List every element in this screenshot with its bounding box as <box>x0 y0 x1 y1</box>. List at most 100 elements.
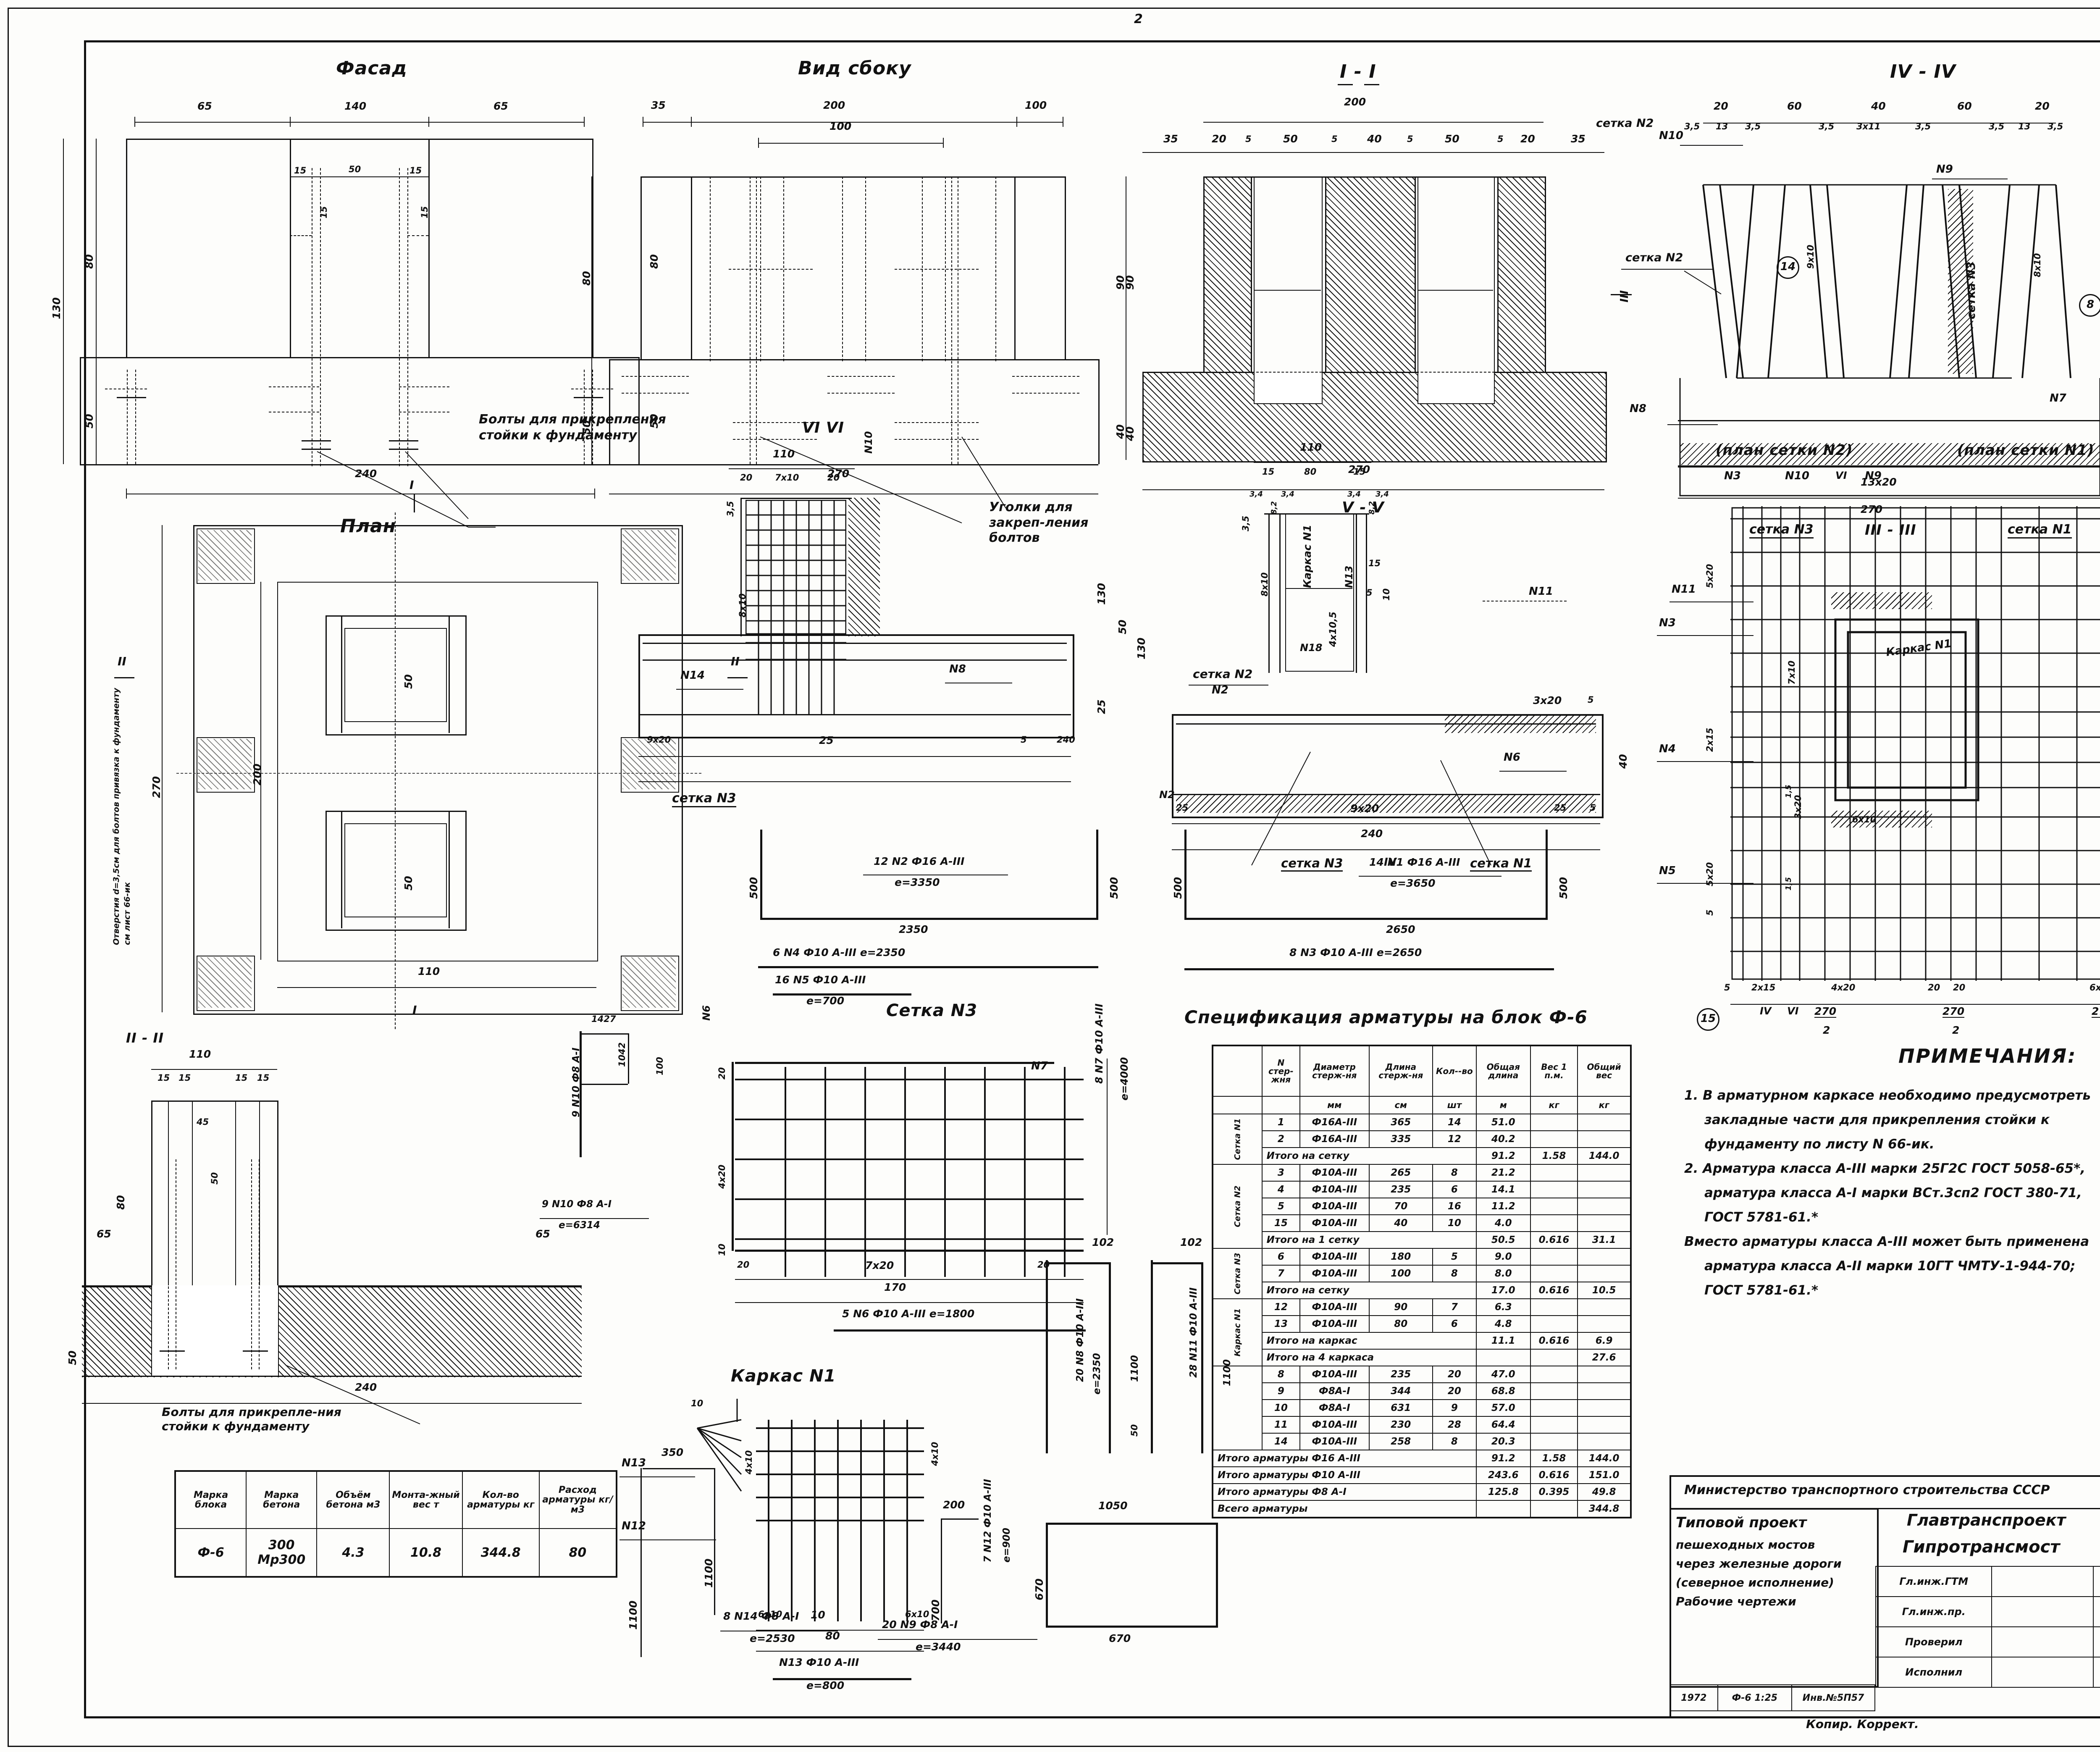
bar6-height: 1042 <box>617 1042 627 1067</box>
dim-frame1-4x10b: 4x10 <box>744 1450 754 1474</box>
mark-V-setka3: сетка N3 <box>1281 857 1343 872</box>
spec-cell-4-4-6 <box>1577 1433 1631 1450</box>
view-title-frame1: Каркас N1 <box>731 1366 836 1386</box>
spec-hd-7: Общий вес <box>1577 1045 1631 1097</box>
spec-total-w-0: 1.58 <box>1530 1147 1578 1165</box>
spec-cell-2-1-1: Ф10А-III <box>1299 1265 1370 1282</box>
spec-unit-0 <box>1212 1096 1263 1114</box>
mark-mesh-circle15: 15 <box>1697 1008 1719 1031</box>
spec-cell-4-1-1: Ф8А-I <box>1299 1382 1370 1400</box>
dim-facade-140: 140 <box>344 100 367 112</box>
dim-facade-50: 50 <box>83 414 95 428</box>
dim-facade-65l: 65 <box>197 100 212 112</box>
dim-IV-35a: 3,5 <box>1684 121 1700 131</box>
dim-VI-25a: 9x20 <box>647 735 671 745</box>
mark-IV-8: 8 <box>2079 294 2100 317</box>
spec-hd-2: Диаметр стерж-ня <box>1299 1045 1370 1097</box>
dim-facade-80: 80 <box>83 254 95 269</box>
dim-IV-35f: 3,5 <box>2048 121 2063 131</box>
dim-mesh-5l: 5 <box>1724 982 1730 993</box>
dim-VI-130: 50 <box>1116 620 1129 634</box>
dim-VI-50: 25 <box>1095 699 1108 714</box>
spec-cell-1-0-6 <box>1577 1164 1631 1182</box>
plan-vertical-note: Отверстия d=3,5см для болтов привязка к … <box>112 688 132 945</box>
spec-total-tot-1: 31.1 <box>1577 1231 1631 1249</box>
mark-VI-N10: N10 <box>863 431 874 454</box>
spec-unit-2: мм <box>1299 1096 1370 1114</box>
bar9-height2: 102 <box>1180 1236 1202 1248</box>
dim-I-5b: 5 <box>1331 134 1338 144</box>
dim-V-82b: 8,2 <box>1368 501 1376 515</box>
mark-mesh-N3t: N3 <box>1724 470 1741 482</box>
bar6-labelh: 9 N10 Ф8 А-I <box>542 1199 612 1210</box>
mark-IV-setka2: сетка N2 <box>1596 117 1654 130</box>
mark-mesh-N9: N9 <box>1865 470 1882 482</box>
dim-II-65r: 65 <box>536 1228 550 1240</box>
spec-cell-3-1-2: 80 <box>1368 1315 1433 1333</box>
spec-unit-3: см <box>1368 1096 1433 1114</box>
bar5-label: 8 N3 Ф10 А-III e=2650 <box>1289 946 1422 959</box>
spec-cell-1-3-1: Ф10А-III <box>1299 1214 1370 1232</box>
dim-IV-3x11: 3x11 <box>1856 121 1881 131</box>
spec-cell-0-0-6 <box>1577 1114 1631 1131</box>
spec-hd-0 <box>1212 1045 1263 1097</box>
dim-facade-15d: 15 <box>420 206 430 218</box>
spec-cell-1-2-3: 16 <box>1432 1198 1477 1215</box>
spec-group-1: Сетка N2 <box>1212 1164 1263 1249</box>
bar4-label: 14 N1 Ф16 А-III <box>1369 856 1460 868</box>
mat-v-5: 80 <box>538 1528 617 1577</box>
mark-IV-N9: N9 <box>1936 163 1953 176</box>
dim-mesh3-170: 170 <box>884 1281 906 1293</box>
frame1-bar12-spacing: e=900 <box>1001 1528 1012 1563</box>
mark-plan-II-right: II <box>731 654 740 668</box>
bar6-label: 9 N10 Ф8 А-I <box>571 1048 582 1117</box>
dim-IV-13b: 13 <box>2018 121 2031 131</box>
dim-frame1-6x10: 10 <box>811 1609 825 1621</box>
mat-v-3: 10.8 <box>389 1528 463 1577</box>
spec-unit-6: кг <box>1530 1096 1578 1114</box>
note-line-3: 2. Арматура класса А-III марки 25Г2С ГОС… <box>1684 1161 2086 1176</box>
view-title-facade: Фасад <box>336 58 407 79</box>
spec-cell-3-1-6 <box>1577 1315 1631 1333</box>
spec-cell-4-3-5 <box>1530 1416 1578 1434</box>
spec-total-len-1: 50.5 <box>1475 1231 1531 1249</box>
view-title-side: Вид сбоку <box>798 58 911 79</box>
tb-sig-role-1: Гл.инж.пр. <box>1875 1596 1992 1627</box>
spec-cell-4-0-5 <box>1530 1366 1578 1383</box>
spec-cell-2-1-4: 8.0 <box>1475 1265 1531 1282</box>
mark-V-karkas1: Каркас N1 <box>1301 525 1313 588</box>
spec-cell-0-0-4: 51.0 <box>1475 1114 1531 1131</box>
dim-IV-13a: 13 <box>1716 121 1728 131</box>
dim-facade-80r: 80 <box>648 254 660 269</box>
spec-cell-4-3-1: Ф10А-III <box>1299 1416 1370 1434</box>
dim-facade-130: 130 <box>50 297 63 319</box>
dim-VI-7x10: 7x10 <box>775 473 799 483</box>
spec-cell-1-3-5 <box>1530 1214 1578 1232</box>
mark-mesh-N11: N11 <box>1672 583 1696 596</box>
dim-plan-200: 200 <box>251 763 263 785</box>
dim-II-15a: 15 <box>158 1073 170 1083</box>
dim-V-5: 5 <box>1366 588 1373 598</box>
mark-V-N6: N6 <box>1504 751 1520 764</box>
dim-mesh-3x20: 3x20 <box>1793 795 1803 819</box>
mark-mesh-VI-a: VI <box>1835 470 1847 481</box>
dim-I-5d: 5 <box>1497 134 1504 144</box>
spec-cell-1-0-2: 265 <box>1368 1164 1433 1182</box>
spec-cell-1-1-2: 235 <box>1368 1181 1433 1198</box>
dim-IV-35b: 3,5 <box>1745 121 1761 131</box>
spec-cell-4-2-5 <box>1530 1399 1578 1417</box>
materials-value-row: Ф-6 300 Мр300 4.3 10.8 344.8 80 <box>174 1528 617 1577</box>
spec-total-tot-2: 10.5 <box>1577 1282 1631 1299</box>
tb-scale: Ф-6 1:25 <box>1717 1684 1793 1711</box>
dim-V-9x20: 9x20 <box>1350 802 1379 814</box>
tb-sig-name-3: Никитина <box>2093 1657 2100 1688</box>
spec-group-3: Каркас N1 <box>1212 1298 1263 1366</box>
